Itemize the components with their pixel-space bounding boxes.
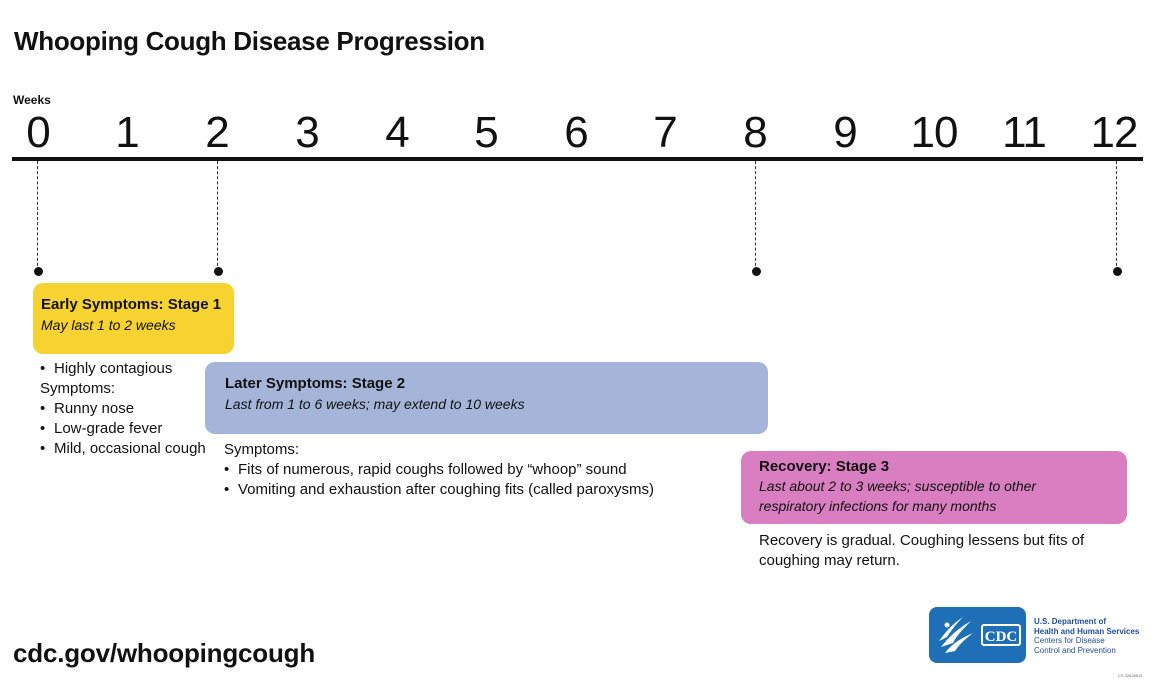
- cdc-logo: CDC: [981, 624, 1021, 646]
- tick-label: 4: [385, 108, 409, 157]
- stage-1-duration: May last 1 to 2 weeks: [41, 317, 176, 333]
- marker-dot-week-2: [214, 267, 223, 276]
- stage-2-bullet: Vomiting and exhaustion after coughing f…: [224, 480, 654, 500]
- hhs-line-1: U.S. Department of: [1034, 617, 1107, 626]
- marker-line-week-12: [1116, 161, 1117, 271]
- tick-label: 8: [743, 108, 767, 157]
- stage-3-description: Recovery is gradual. Coughing lessens bu…: [759, 531, 1084, 571]
- tick-label: 12: [1090, 108, 1139, 157]
- hhs-eagle-icon: [939, 617, 973, 653]
- tick-label: 1: [115, 108, 139, 157]
- marker-line-week-2: [217, 161, 218, 271]
- marker-line-week-8: [755, 161, 756, 271]
- stage-3-note-line-1: Recovery is gradual. Coughing lessens bu…: [759, 532, 1085, 549]
- stage-1-bullet: Mild, occasional cough: [40, 439, 206, 459]
- stage-2-title: Later Symptoms: Stage 2: [225, 375, 406, 392]
- cdc-line-2: Control and Prevention: [1034, 645, 1116, 655]
- stage-1-bullet: Runny nose: [40, 399, 206, 419]
- tick-label: 5: [474, 108, 498, 157]
- tick-label: 9: [833, 108, 857, 157]
- axis-label: Weeks: [13, 93, 51, 107]
- stage-1-bullet: Low-grade fever: [40, 419, 206, 439]
- tick-label: 3: [295, 108, 319, 157]
- footer-url: cdc.gov/whoopingcough: [13, 638, 315, 668]
- stage-3-note-line-2: coughing may return.: [759, 552, 900, 569]
- marker-dot-week-12: [1113, 267, 1122, 276]
- stage-3-duration-line-2: respiratory infections for many months: [759, 498, 997, 514]
- hhs-line-2: Health and Human Services: [1034, 626, 1140, 636]
- stage-1-box: Early Symptoms: Stage 1 May last 1 to 2 …: [33, 283, 234, 354]
- stage-1-description: Highly contagious Symptoms: Runny nose L…: [40, 359, 206, 459]
- stage-2-bullet: Fits of numerous, rapid coughs followed …: [224, 460, 654, 480]
- document-code: CS 326265-B: [1118, 673, 1143, 678]
- hhs-cdc-attribution: U.S. Department of Health and Human Serv…: [1034, 617, 1139, 655]
- tick-label: 11: [1002, 108, 1047, 157]
- hhs-eagle-logo: CDC: [929, 607, 1026, 663]
- tick-label: 0: [26, 108, 50, 157]
- tick-label: 2: [205, 108, 229, 157]
- stage-1-bullet: Highly contagious: [40, 359, 206, 379]
- page-title: Whooping Cough Disease Progression: [14, 26, 485, 56]
- tick-label: 10: [910, 108, 959, 157]
- stage-2-symptoms-label: Symptoms:: [224, 441, 300, 458]
- tick-label: 6: [564, 108, 588, 157]
- stage-3-box: Recovery: Stage 3 Last about 2 to 3 week…: [741, 451, 1127, 524]
- cdc-line-1: Centers for Disease: [1034, 636, 1105, 645]
- marker-line-week-0: [37, 161, 38, 271]
- marker-dot-week-8: [752, 267, 761, 276]
- stage-2-duration: Last from 1 to 6 weeks; may extend to 10…: [225, 396, 525, 412]
- stage-2-box: Later Symptoms: Stage 2 Last from 1 to 6…: [205, 362, 768, 434]
- stage-3-title: Recovery: Stage 3: [759, 458, 890, 475]
- stage-1-symptoms-label: Symptoms:: [40, 380, 116, 397]
- timeline-axis: [12, 157, 1143, 161]
- stage-2-description: Symptoms: Fits of numerous, rapid coughs…: [224, 440, 654, 500]
- marker-dot-week-0: [34, 267, 43, 276]
- tick-label: 7: [653, 108, 677, 157]
- stage-1-title: Early Symptoms: Stage 1: [41, 296, 222, 313]
- stage-3-duration-line-1: Last about 2 to 3 weeks; susceptible to …: [759, 478, 1037, 494]
